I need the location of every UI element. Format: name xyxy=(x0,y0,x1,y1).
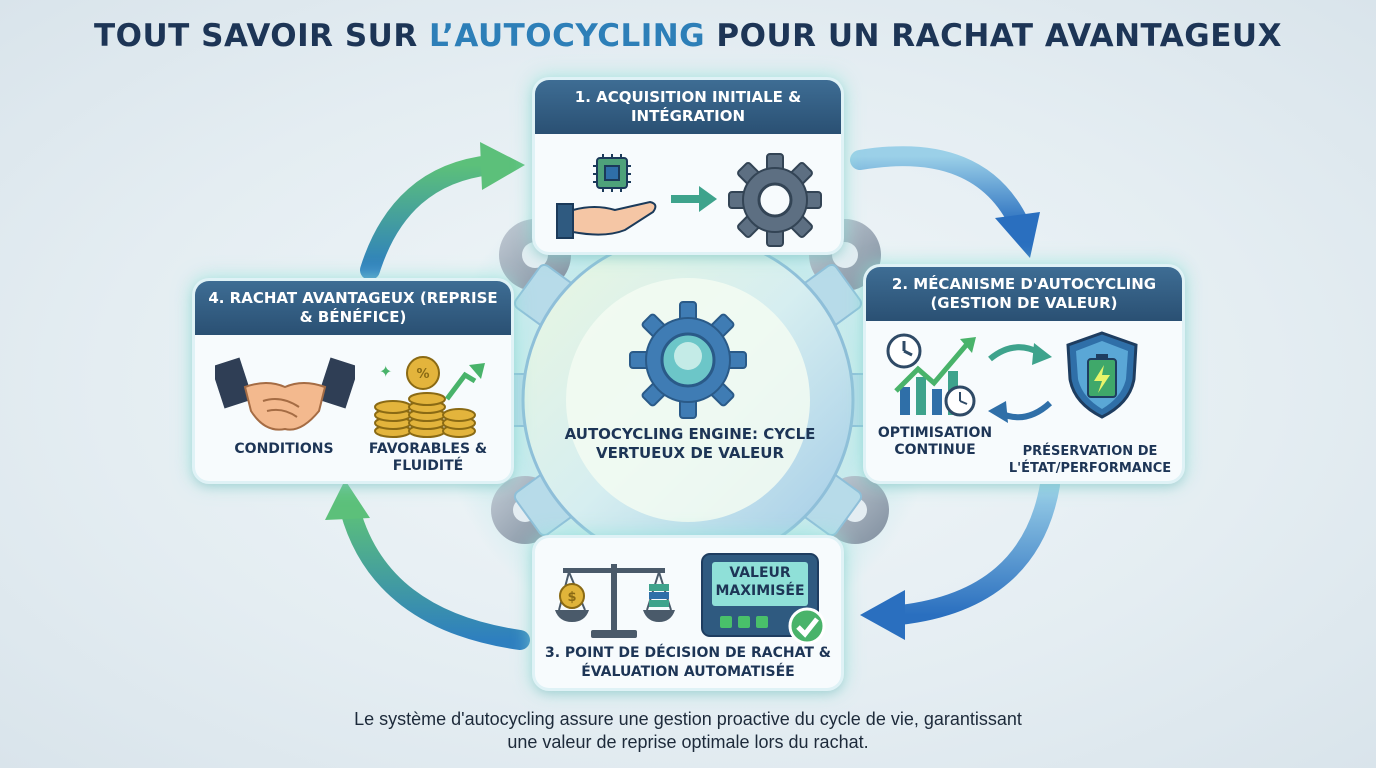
step-1-header: 1. Acquisition initiale & intégration xyxy=(535,80,841,134)
balance-scale-icon: $ xyxy=(553,554,675,642)
title-highlight: l’autocycling xyxy=(429,18,706,54)
title-text-end: pour un rachat avantageux xyxy=(705,18,1282,54)
check-icon xyxy=(787,606,827,646)
hand-chip-icon xyxy=(555,152,665,244)
gear-icon xyxy=(727,152,823,248)
preservation-label: Préservation de l'état/performance xyxy=(1008,444,1172,476)
optimisation-label: Optimisation continue xyxy=(877,425,993,458)
title-text-start: Tout savoir sur xyxy=(94,18,429,54)
center-engine-label: Autocycling engine: cycle vertueux de va… xyxy=(564,425,816,462)
step-card-acquisition: 1. Acquisition initiale & intégration xyxy=(535,80,841,252)
svg-text:$: $ xyxy=(567,590,576,605)
favorables-label: Favorables & fluidité xyxy=(368,441,488,474)
footer-text: Le système d'autocycling assure une gest… xyxy=(354,709,1022,752)
coins-percent-icon: % ✦ xyxy=(371,345,491,441)
step-card-autocycling-mechanism: 2. Mécanisme d'autocycling (gestion de v… xyxy=(866,267,1182,481)
step-card-buyback-decision: $ Valeur maximisée 3. Point de décision xyxy=(535,538,841,688)
step-4-header: 4. Rachat avantageux (reprise & bénéfice… xyxy=(195,281,511,335)
handshake-icon xyxy=(210,349,360,439)
value-screen-text: Valeur maximisée xyxy=(715,565,805,599)
conditions-label: Conditions xyxy=(234,441,334,457)
step-3-header: 3. Point de décision de rachat & évaluat… xyxy=(544,645,831,680)
svg-text:%: % xyxy=(416,367,429,382)
arrow-right-icon xyxy=(669,184,719,214)
svg-text:✦: ✦ xyxy=(379,362,392,381)
step-card-advantageous-buyback: 4. Rachat avantageux (reprise & bénéfice… xyxy=(195,281,511,481)
cycle-arrows-icon xyxy=(984,333,1056,433)
value-screen-icon: Valeur maximisée xyxy=(700,552,824,644)
step-2-header: 2. Mécanisme d'autocycling (gestion de v… xyxy=(866,267,1182,321)
clock-growth-chart-icon xyxy=(882,329,982,419)
shield-battery-icon xyxy=(1062,329,1142,421)
page-title: Tout savoir sur l’autocycling pour un ra… xyxy=(0,18,1376,54)
center-gear-icon xyxy=(628,300,748,420)
footer-caption: Le système d'autocycling assure une gest… xyxy=(0,708,1376,754)
